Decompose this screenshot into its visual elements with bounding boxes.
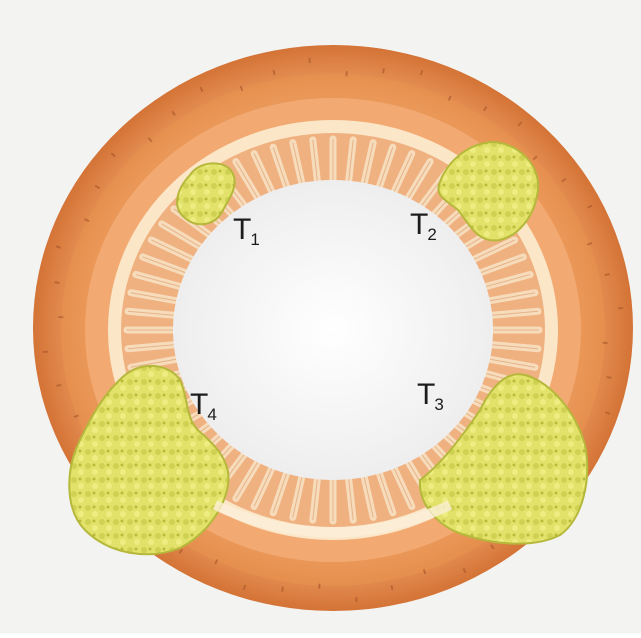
label-t2: T2 bbox=[410, 210, 436, 243]
label-t4: T4 bbox=[190, 390, 216, 423]
wall-speck bbox=[605, 274, 610, 275]
wall-speck bbox=[391, 585, 392, 590]
label-t1: T1 bbox=[233, 215, 259, 248]
wall-speck bbox=[606, 377, 611, 378]
wall-speck bbox=[383, 68, 384, 73]
wall-speck bbox=[282, 587, 283, 592]
label-t3: T3 bbox=[417, 380, 443, 413]
wall-speck bbox=[55, 282, 60, 283]
wall-speck bbox=[274, 70, 275, 75]
lumen bbox=[173, 180, 493, 480]
wall-speck bbox=[56, 385, 61, 386]
